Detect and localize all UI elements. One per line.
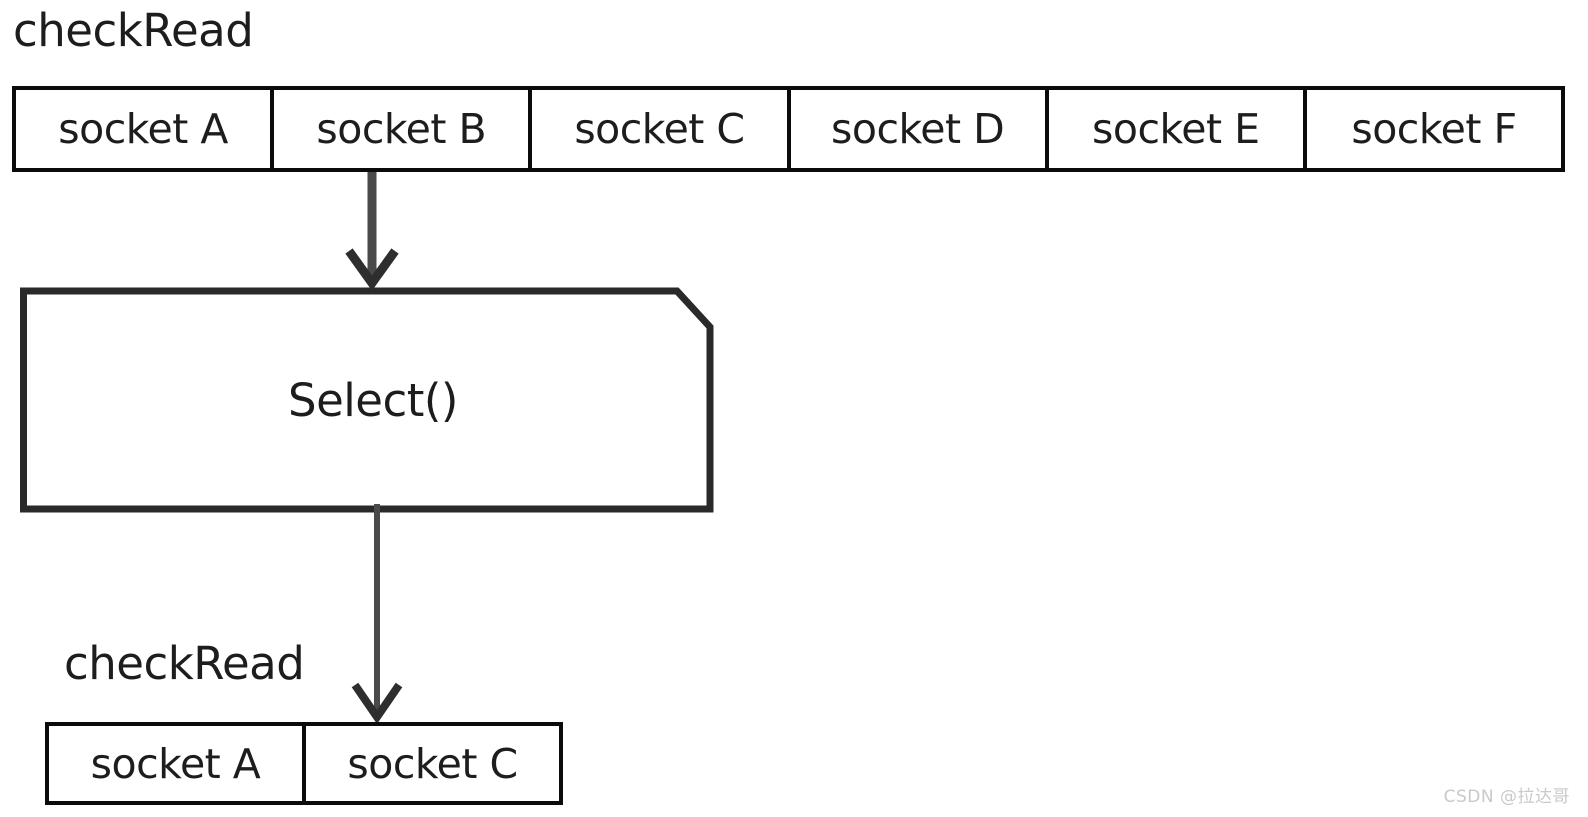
socket-row-top: socket A socket B socket C socket D sock… <box>12 86 1565 172</box>
checkread-label-bottom: checkRead <box>64 637 305 690</box>
socket-cell-e[interactable]: socket E <box>1049 90 1307 168</box>
socket-cell-c[interactable]: socket C <box>532 90 791 168</box>
socket-row-bottom: socket A socket C <box>45 722 563 805</box>
arrow-select-to-bottom-icon <box>351 504 403 725</box>
socket-cell-f[interactable]: socket F <box>1351 105 1517 153</box>
arrow-top-to-select-icon <box>345 172 399 291</box>
socket-cell-d[interactable]: socket D <box>791 90 1049 168</box>
socket-result-cell-a[interactable]: socket A <box>49 726 306 801</box>
socket-cell-a[interactable]: socket A <box>16 90 275 168</box>
watermark-text: CSDN @拉达哥 <box>1443 787 1570 807</box>
checkread-label-top: checkRead <box>13 4 254 57</box>
socket-cell-b[interactable]: socket B <box>274 90 533 168</box>
select-shape-outline <box>20 287 714 513</box>
select-process-shape[interactable]: Select() <box>20 286 720 514</box>
socket-result-cell-c[interactable]: socket C <box>347 739 518 788</box>
